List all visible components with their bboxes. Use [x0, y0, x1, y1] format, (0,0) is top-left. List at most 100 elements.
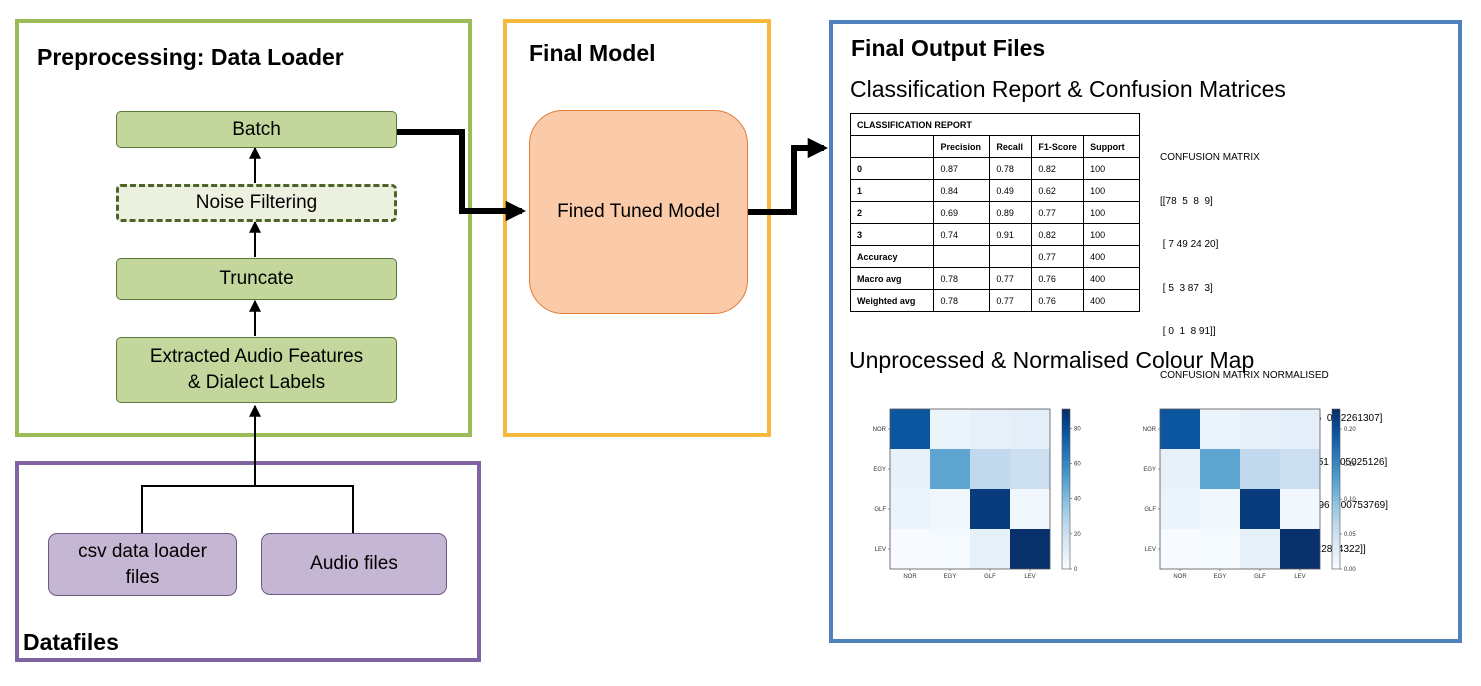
colorbar-segment — [1332, 533, 1340, 538]
confusion-row-1: [ 7 49 24 20] — [1160, 239, 1219, 250]
heatmap-cell — [1280, 529, 1320, 569]
confusion-row-2: [ 5 3 87 3] — [1160, 282, 1213, 294]
colorbar-segment — [1062, 557, 1070, 562]
colorbar-tick-label: 40 — [1074, 497, 1081, 503]
colorbar-segment — [1062, 561, 1070, 566]
report-cell: 100 — [1083, 223, 1140, 246]
report-cell: 0.74 — [933, 223, 991, 246]
heatmap-cell — [930, 489, 970, 529]
colorbar-segment — [1332, 549, 1340, 554]
colorbar-segment — [1062, 497, 1070, 502]
noise-filtering-box: Noise Filtering — [116, 184, 397, 222]
batch-to-model-arrow — [396, 129, 527, 222]
colorbar-segment — [1062, 553, 1070, 558]
colorbar-segment — [1062, 517, 1070, 522]
colorbar-segment — [1332, 477, 1340, 482]
report-header-cell — [849, 135, 935, 158]
report-header-cell: Support — [1083, 135, 1140, 158]
confusion-matrix-title: CONFUSION MATRIX — [1160, 152, 1260, 163]
colorbar-frame — [1331, 408, 1341, 570]
colorbar-segment — [1062, 505, 1070, 510]
x-tick-label: NOR — [1173, 574, 1187, 580]
x-tick-label: EGY — [1214, 574, 1227, 580]
report-cell: 0.91 — [989, 223, 1033, 246]
colorbar-segment — [1332, 537, 1340, 542]
y-tick-label: EGY — [873, 467, 886, 473]
report-heading: Classification Report & Confusion Matric… — [850, 76, 1286, 102]
colorbar-segment — [1062, 525, 1070, 530]
x-tick-label: GLF — [1254, 574, 1266, 580]
colorbar-segment — [1332, 561, 1340, 566]
heatmap-cell — [1280, 489, 1320, 529]
heatmap-cell — [1240, 529, 1280, 569]
colorbar-segment — [1062, 453, 1070, 458]
csv-files-line-1: csv data loader — [78, 540, 207, 562]
colorbar-segment — [1062, 437, 1070, 442]
report-header-cell: F1-Score — [1031, 135, 1085, 158]
model-to-output-arrow — [747, 137, 829, 215]
colorbar-segment — [1332, 517, 1340, 522]
heatmap-cell — [1160, 449, 1200, 489]
colorbar-segment — [1062, 565, 1070, 570]
report-cell: 0.84 — [933, 179, 991, 202]
heatmap-cell — [1240, 489, 1280, 529]
colorbar-segment — [1332, 525, 1340, 530]
heatmap-cell — [970, 449, 1010, 489]
heatmap-cell — [1160, 489, 1200, 529]
csv-files-line-2: files — [125, 566, 160, 588]
x-tick-label: NOR — [903, 574, 917, 580]
report-header-cell: Precision — [933, 135, 991, 158]
colorbar-segment — [1332, 445, 1340, 450]
report-row-label: Macro avg — [849, 267, 935, 290]
x-tick-label: EGY — [944, 574, 957, 580]
report-row-label: Weighted avg — [849, 289, 935, 312]
x-tick-label: LEV — [1024, 574, 1035, 580]
colorbar-segment — [1062, 433, 1070, 438]
colorbar-tick-label: 0.10 — [1344, 497, 1356, 503]
heatmap-cell — [1010, 529, 1050, 569]
heatmap-cell — [890, 529, 930, 569]
report-cell: 0.78 — [933, 267, 991, 290]
colorbar-segment — [1332, 545, 1340, 550]
report-cell — [933, 245, 991, 268]
report-cell: 0.82 — [1031, 223, 1085, 246]
extracted-features-line-2: & Dialect Labels — [187, 372, 326, 393]
datafiles-panel — [15, 461, 481, 662]
audio-files-box: Audio files — [261, 533, 447, 595]
colorbar-tick-label: 0.05 — [1344, 532, 1356, 538]
audio-files-label: Audio files — [310, 553, 398, 574]
colorbar-segment — [1062, 465, 1070, 470]
report-cell: 0.76 — [1031, 267, 1085, 290]
colorbar-segment — [1062, 413, 1070, 418]
report-cell: 0.77 — [1031, 201, 1085, 224]
colorbar-tick-label: 0.15 — [1344, 462, 1356, 468]
heatmap-cell — [1160, 409, 1200, 449]
truncate-label: Truncate — [219, 268, 294, 289]
colorbar-segment — [1062, 533, 1070, 538]
heatmap-cell — [1200, 529, 1240, 569]
colorbar-segment — [1332, 449, 1340, 454]
colorbar-segment — [1062, 549, 1070, 554]
colorbar-segment — [1332, 421, 1340, 426]
colorbar-segment — [1332, 469, 1340, 474]
report-cell: 100 — [1083, 157, 1140, 180]
colorbar-segment — [1332, 497, 1340, 502]
report-row-label: 1 — [849, 179, 935, 202]
heatmap-cell — [930, 449, 970, 489]
confusion-row-0: [[78 5 8 9] — [1160, 195, 1213, 207]
colorbar-segment — [1062, 441, 1070, 446]
colorbar-segment — [1062, 501, 1070, 506]
noise-filtering-label: Noise Filtering — [195, 192, 318, 213]
y-tick-label: GLF — [874, 507, 886, 513]
heatmap-cell — [1010, 449, 1050, 489]
heatmap-cell — [890, 449, 930, 489]
colorbar-segment — [1332, 441, 1340, 446]
report-cell: 400 — [1083, 245, 1140, 268]
report-cell: 0.69 — [933, 201, 991, 224]
heatmap-cell — [890, 409, 930, 449]
